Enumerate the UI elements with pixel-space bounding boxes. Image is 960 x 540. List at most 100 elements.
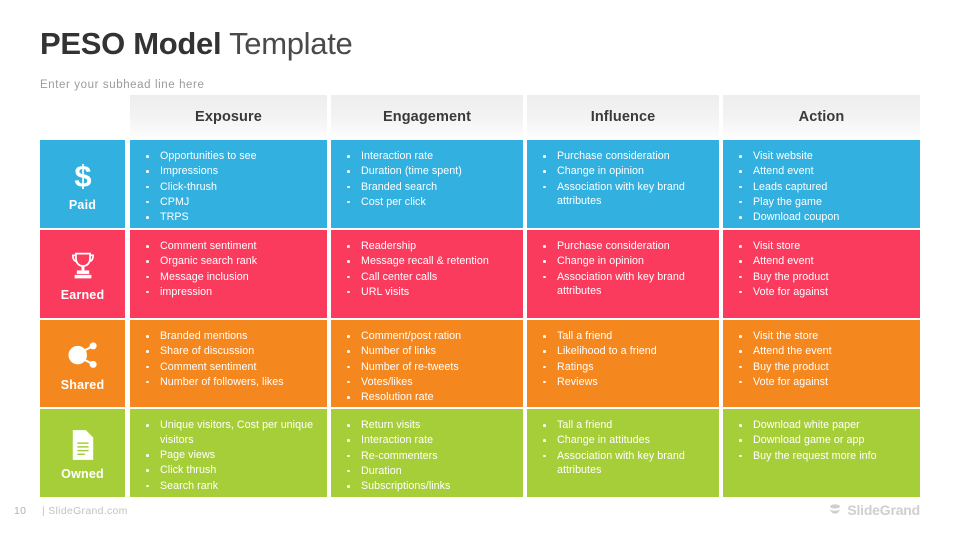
metric-list-item: Resolution rate xyxy=(345,390,517,405)
metric-list-item: Votes/likes xyxy=(345,375,517,390)
page-number: 10 xyxy=(14,505,27,517)
channel-cell-owned: Owned xyxy=(40,409,125,497)
channel-label: Owned xyxy=(61,467,104,481)
metric-list-item: Re-commenters xyxy=(345,449,517,464)
metric-list-item: Play the game xyxy=(737,195,914,210)
metric-list-item: Duration (time spent) xyxy=(345,164,517,179)
column-header-label: Action xyxy=(798,109,845,125)
slidegrand-logo-icon xyxy=(828,503,842,517)
column-header-influence: Influence xyxy=(527,95,719,139)
column-header-label: Engagement xyxy=(382,109,471,125)
metric-list-item: Visit website xyxy=(737,149,914,164)
metric-list-item: Unique visitors, Cost per unique visitor… xyxy=(144,418,321,448)
brand-logo: SlideGrand xyxy=(828,502,920,518)
metric-list-item: Share of discussion xyxy=(144,344,321,359)
metric-list-item: Attend event xyxy=(737,254,914,269)
metric-list-item: Likelihood to a friend xyxy=(541,344,713,359)
metric-list-item: Branded mentions xyxy=(144,329,321,344)
metric-list-item: Message recall & retention xyxy=(345,254,517,269)
metric-list-item: Comment/post ration xyxy=(345,329,517,344)
column-header-action: Action xyxy=(723,95,920,139)
metric-list-item: Return visits xyxy=(345,418,517,433)
trophy-icon xyxy=(63,246,103,286)
metric-list-item: Download game or app xyxy=(737,433,914,448)
peso-matrix: Exposure Engagement Influence Action $ Paid Op… xyxy=(40,95,920,497)
metric-list-item: impression xyxy=(144,285,321,300)
metric-list-item: Organic search rank xyxy=(144,254,321,269)
channel-cell-paid: $ Paid xyxy=(40,140,125,228)
metric-list-item: Ratings xyxy=(541,360,713,375)
metric-list-item: Interaction rate xyxy=(345,433,517,448)
column-header-exposure: Exposure xyxy=(130,95,327,139)
title-light: Template xyxy=(229,26,353,61)
share-network-icon xyxy=(63,336,103,376)
column-header-label: Exposure xyxy=(195,109,262,125)
metric-list-item: Vote for against xyxy=(737,285,914,300)
svg-text:$: $ xyxy=(74,159,91,193)
metric-list-item: Tall a friend xyxy=(541,329,713,344)
metric-list-item: Impressions xyxy=(144,164,321,179)
metric-list-item: Change in opinion xyxy=(541,164,713,179)
footer-site-label: | SlideGrand.com xyxy=(42,505,128,517)
metric-cell-owned-exposure: Unique visitors, Cost per unique visitor… xyxy=(130,409,327,497)
metric-list-item: Subscriptions/links xyxy=(345,479,517,494)
channel-label: Paid xyxy=(68,198,97,212)
metric-list-item: Purchase consideration xyxy=(541,239,713,254)
metric-list-item: CPMJ xyxy=(144,195,321,210)
metric-list-item: Visit the store xyxy=(737,329,914,344)
metric-list-item: Change in opinion xyxy=(541,254,713,269)
metric-list-item: Download coupon xyxy=(737,210,914,225)
metric-list-item: Leads captured xyxy=(737,180,914,195)
metric-list-item: Association with key brand attributes xyxy=(541,180,713,210)
metric-list-item: Comment sentiment xyxy=(144,360,321,375)
channel-label: Earned xyxy=(60,288,105,302)
metric-list-item: Visit store xyxy=(737,239,914,254)
metric-list-item: Duration xyxy=(345,464,517,479)
metric-list-item: Attend event xyxy=(737,164,914,179)
metric-list-item: Attend the event xyxy=(737,344,914,359)
metric-list-item: Opportunities to see xyxy=(144,149,321,164)
metric-list-item: Download white paper xyxy=(737,418,914,433)
metric-list-item: Association with key brand attributes xyxy=(541,449,713,479)
page-title: PESO Model Template xyxy=(40,24,353,64)
brand-name: SlideGrand xyxy=(847,502,920,518)
metric-list-item: Number of followers, likes xyxy=(144,375,321,390)
metric-list-item: Call center calls xyxy=(345,270,517,285)
metric-list-item: Search rank xyxy=(144,479,321,494)
metric-list-item: Number of re-tweets xyxy=(345,360,517,375)
metric-list-item: Vote for against xyxy=(737,375,914,390)
metric-list-item: Association with key brand attributes xyxy=(541,270,713,300)
metric-list-item: Change in attitudes xyxy=(541,433,713,448)
channel-cell-earned: Earned xyxy=(40,230,125,318)
metric-list: Unique visitors, Cost per unique visitor… xyxy=(144,418,321,493)
title-strong: PESO Model xyxy=(40,26,222,61)
metric-list-item: Click thrush xyxy=(144,463,321,478)
metric-list-item: Reviews xyxy=(541,375,713,390)
